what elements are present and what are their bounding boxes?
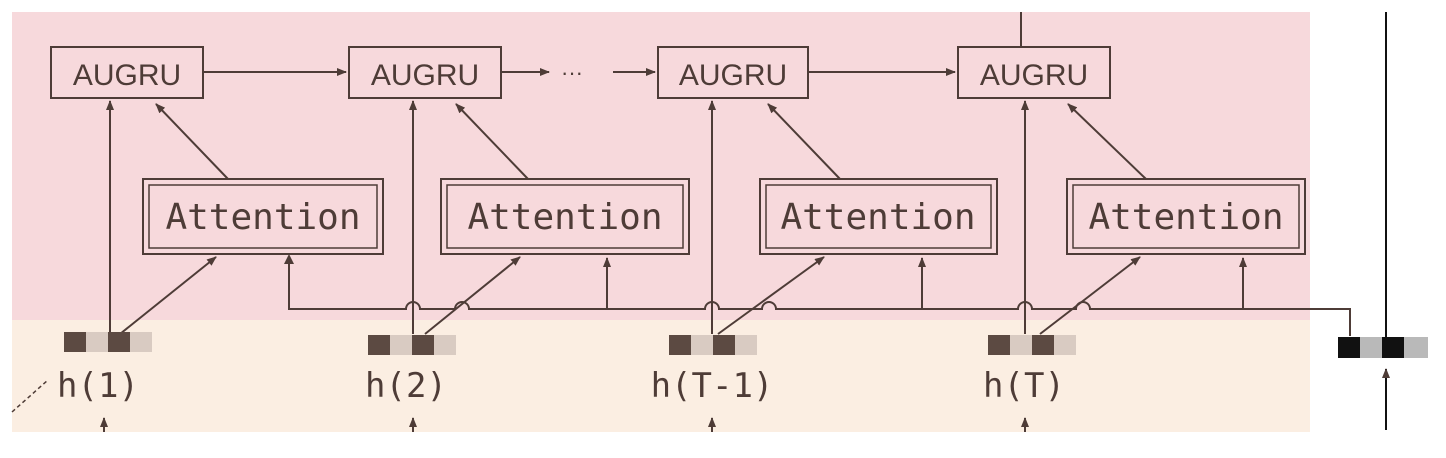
hidden-state-label: h(T-1) — [651, 366, 774, 406]
attention-label: Attention — [165, 197, 360, 238]
hidden-to-attention-arrows — [119, 256, 1141, 335]
augru-label: AUGRU — [980, 59, 1088, 92]
query-bus-line — [288, 259, 1351, 336]
augru-cell: AUGRU — [657, 46, 809, 99]
hidden-embedding — [64, 332, 152, 352]
hidden-to-augru-arrows — [106, 100, 1029, 334]
augru-label: AUGRU — [679, 59, 787, 92]
hidden-attention-arrow — [424, 256, 521, 335]
attention-label: Attention — [780, 197, 975, 238]
augru-cell: AUGRU — [50, 46, 204, 99]
chain-ellipsis: ··· — [561, 60, 583, 85]
attention-label: Attention — [1088, 197, 1283, 238]
hidden-attention-arrow — [1039, 256, 1141, 335]
attention-arrow — [767, 103, 841, 180]
embedding-region — [12, 320, 1310, 432]
attention-label: Attention — [467, 197, 662, 238]
hidden-attention-arrow — [717, 256, 825, 335]
hidden-state-label: h(T) — [983, 366, 1065, 406]
hidden-state-label: h(1) — [57, 366, 139, 406]
input-arrows — [100, 417, 1029, 432]
hidden-attention-arrow — [119, 256, 217, 335]
attention-arrow — [155, 103, 229, 180]
augru-label: AUGRU — [73, 59, 181, 92]
attention-unit: Attention — [759, 178, 998, 255]
augru-label: AUGRU — [371, 59, 479, 92]
dashed-connector — [11, 379, 49, 413]
hidden-embedding — [669, 335, 757, 355]
augru-cell: AUGRU — [348, 46, 502, 99]
attention-arrow — [455, 103, 529, 180]
target-embedding — [1338, 337, 1428, 358]
augru-cell: AUGRU — [957, 46, 1111, 99]
hidden-state-label: h(2) — [365, 366, 447, 406]
attention-arrow — [1067, 103, 1147, 180]
query-bus-risers — [603, 257, 1247, 309]
attention-unit: Attention — [142, 178, 384, 255]
query-bus-arrowtip — [284, 254, 294, 264]
hidden-embedding — [988, 335, 1076, 355]
hidden-embedding — [368, 335, 456, 355]
attention-to-augru-arrows — [155, 103, 1147, 180]
attention-region — [12, 12, 1310, 320]
attention-unit: Attention — [440, 178, 690, 255]
attention-unit: Attention — [1066, 178, 1306, 255]
